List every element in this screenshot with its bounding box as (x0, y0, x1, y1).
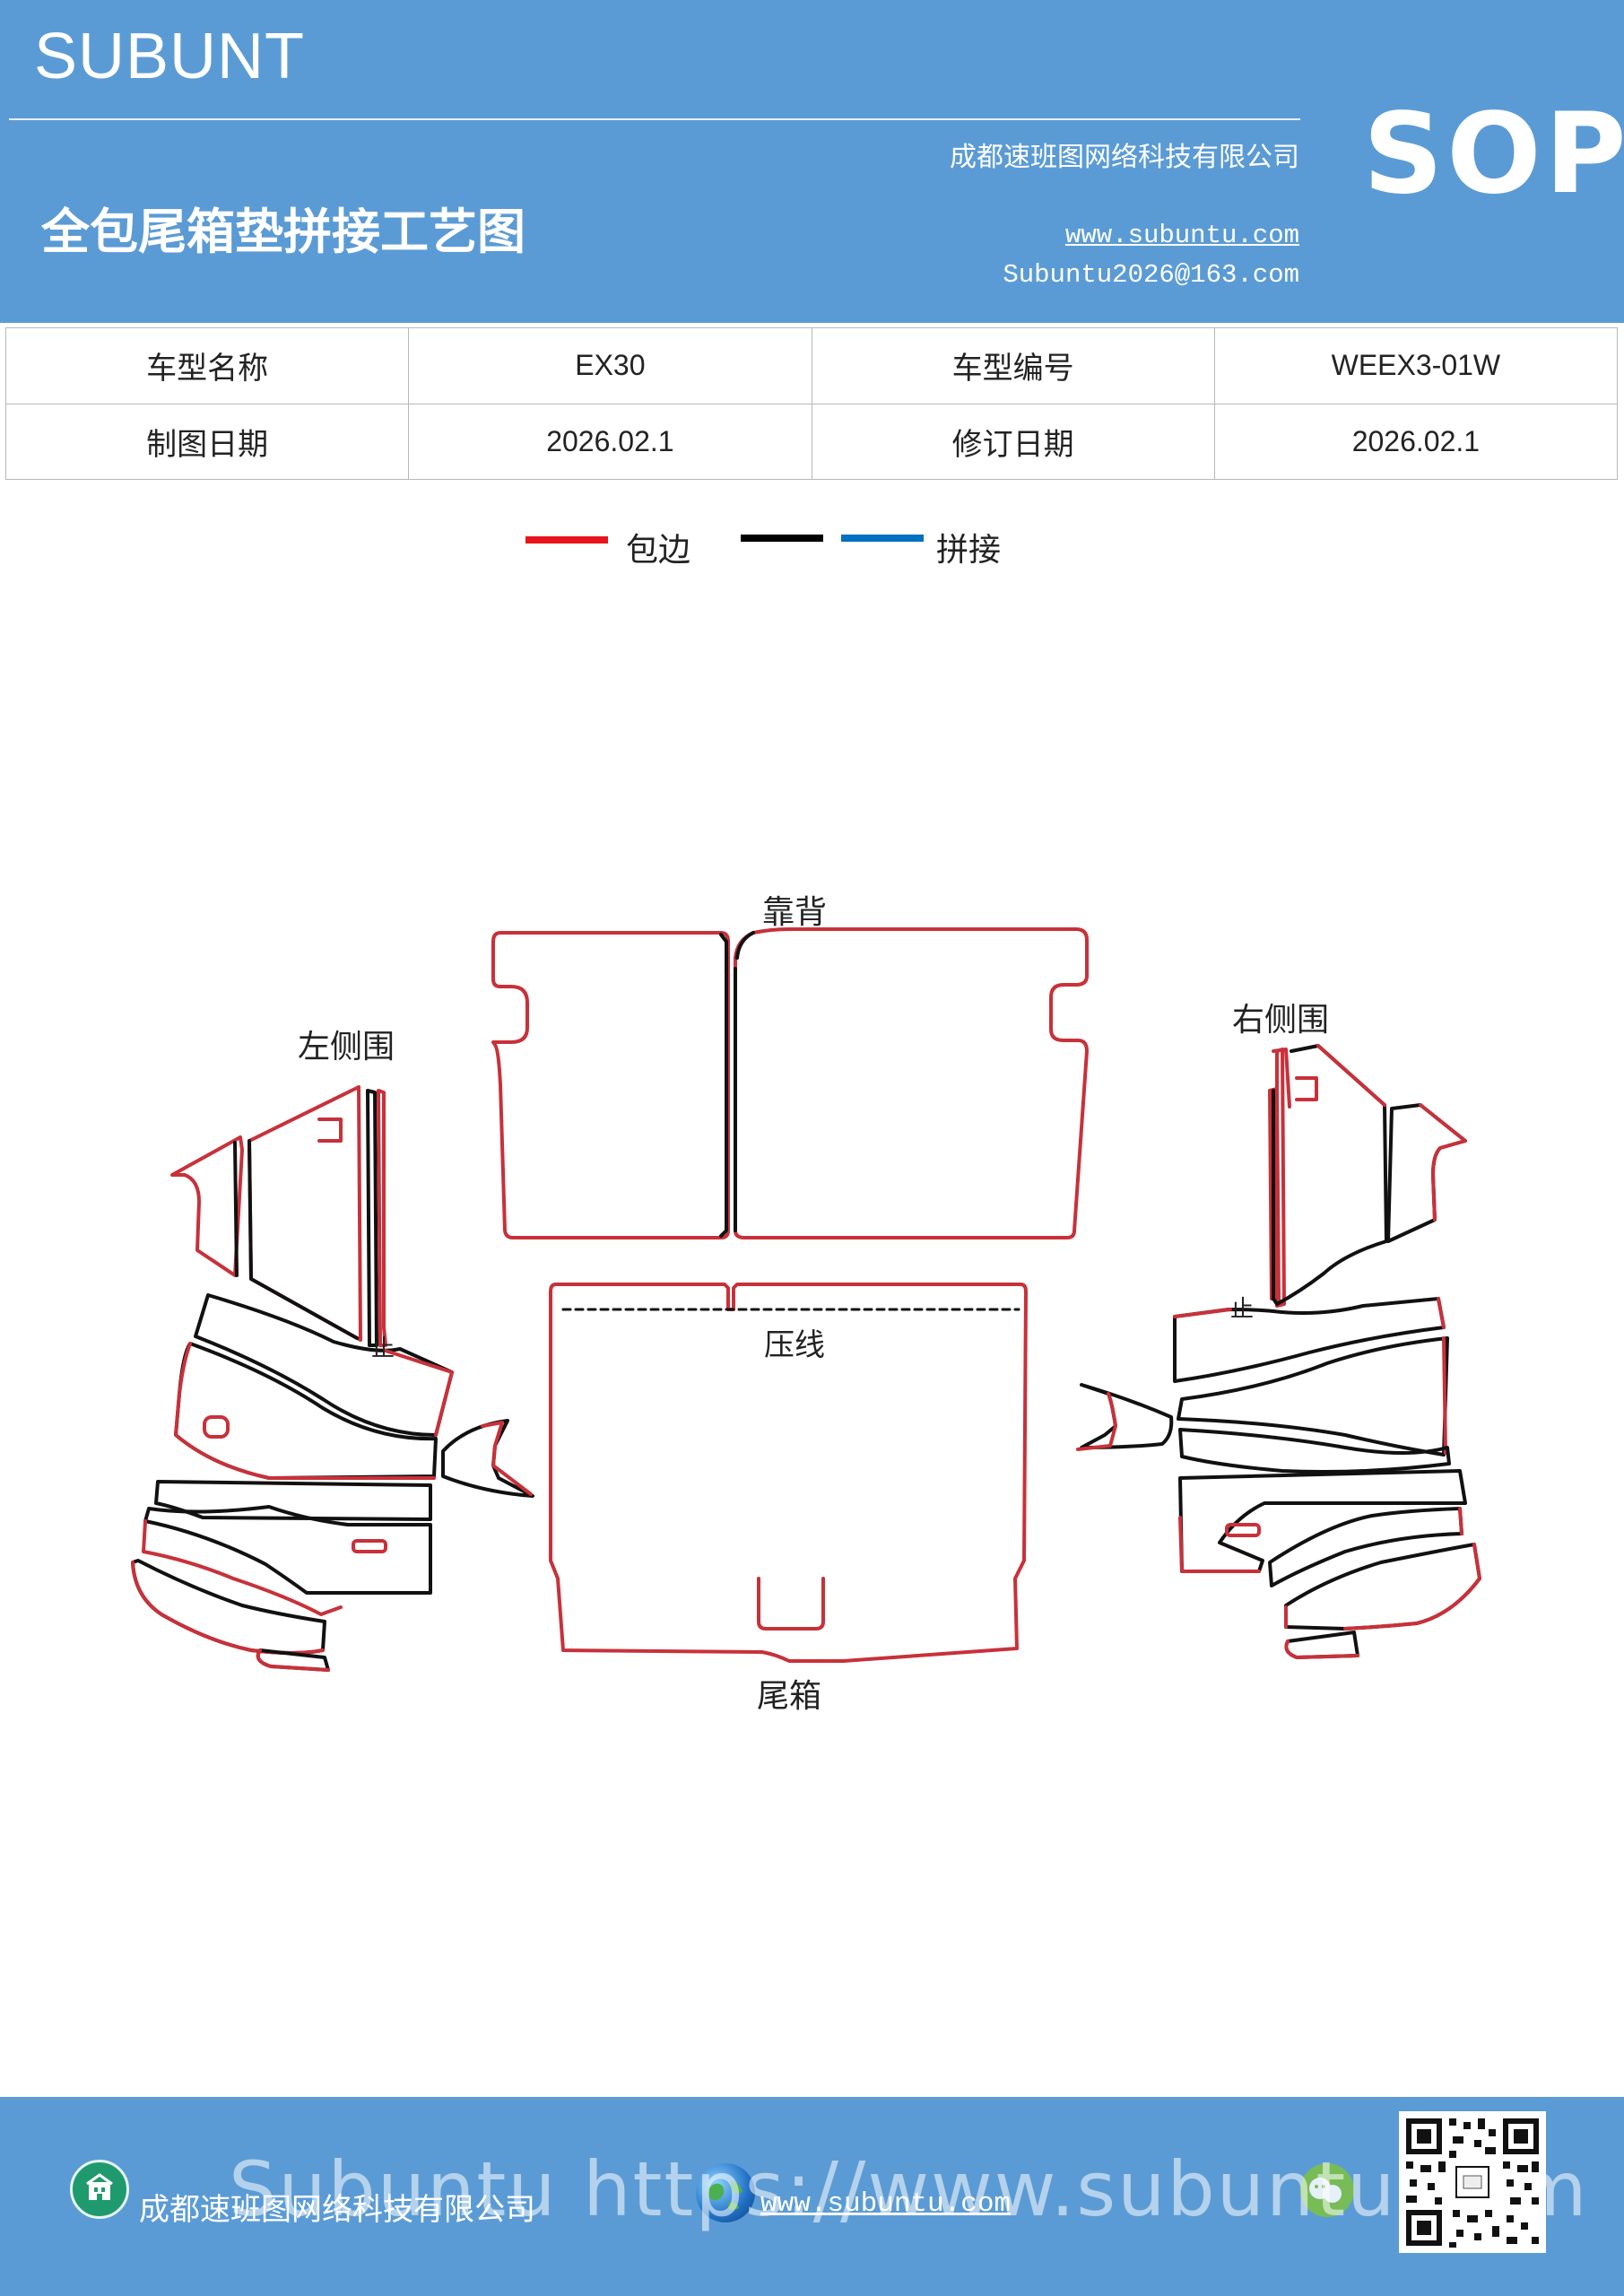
globe-icon (696, 2163, 755, 2222)
left-side-panel-6 (441, 1419, 534, 1498)
header-divider (9, 118, 1300, 120)
legend-seam-line-black (741, 535, 823, 542)
right-side-panel-4 (1272, 1044, 1388, 1306)
left-side-panel-9 (131, 1559, 326, 1655)
brand-name: SUBUNT (34, 21, 306, 92)
right-side-panel-5 (1386, 1103, 1467, 1243)
right-side-panel-7 (1177, 1336, 1449, 1457)
legend-edge-line (525, 536, 608, 544)
value-draw-date: 2026.02.1 (408, 403, 812, 480)
left-stop-mark: 止 (371, 1335, 395, 1362)
website-link[interactable]: www.subuntu.com (1064, 221, 1299, 250)
document-title: 全包尾箱垫拼接工艺图 (41, 203, 525, 260)
backrest-right-panel (734, 927, 1089, 1239)
footer-watermark: Subuntu https://www.subuntu.com (229, 2145, 1589, 2233)
qr-code[interactable] (1399, 2111, 1546, 2253)
left-side-panel-3 (366, 1089, 378, 1347)
left-side-panel-8 (143, 1505, 432, 1595)
right-side-panel-6 (1173, 1297, 1446, 1383)
legend-seam-line-blue (841, 535, 924, 542)
right-side-panel-2 (1275, 1048, 1286, 1308)
right-side-panel-13 (1284, 1631, 1359, 1659)
label-right-side: 右侧围 (1232, 1002, 1330, 1039)
trunk-mat-diagram: 止 止 (131, 927, 1481, 1672)
left-side-panel-4 (194, 1293, 454, 1437)
table-row: 制图日期 2026.02.1 修订日期 2026.02.1 (4, 403, 1619, 480)
right-side-panel-8 (1080, 1383, 1174, 1449)
right-side-panel-3 (1272, 1048, 1291, 1109)
legend-edge-label: 包边 (626, 532, 691, 569)
right-side-panel-9 (1178, 1428, 1451, 1474)
footer-website-link[interactable]: www.subuntu.com (760, 2188, 1012, 2220)
vehicle-info-table: 车型名称 EX30 车型编号 WEEX3-01W 制图日期 2026.02.1 … (4, 327, 1619, 480)
trunk-floor-panel (549, 1283, 1028, 1663)
label-revision-date: 修订日期 (811, 403, 1215, 480)
header-banner: SUBUNT SOP 成都速班图网络科技有限公司 全包尾箱垫拼接工艺图 www.… (0, 0, 1624, 323)
label-left-side: 左侧围 (298, 1029, 395, 1065)
footer-company: 成都速班图网络科技有限公司 (139, 2192, 535, 2228)
right-side-panel-11 (1268, 1507, 1463, 1587)
value-revision-date: 2026.02.1 (1213, 403, 1619, 480)
trunk-notch (757, 1577, 825, 1631)
left-side-panel-1 (170, 1135, 244, 1277)
legend-seam-label: 拼接 (936, 532, 1002, 569)
label-backrest: 靠背 (762, 894, 828, 931)
right-side-panel-12 (1284, 1543, 1481, 1631)
wechat-icon (1300, 2163, 1354, 2217)
left-side-panel-5 (174, 1342, 438, 1480)
label-trunk: 尾箱 (757, 1678, 822, 1715)
company-name: 成都速班图网络科技有限公司 (950, 142, 1299, 173)
left-side-panel-2 (248, 1085, 362, 1342)
value-model-code: WEEX3-01W (1213, 327, 1619, 404)
backrest-left-panel (491, 931, 730, 1239)
label-model-name: 车型名称 (4, 327, 410, 404)
label-press-line: 压线 (764, 1327, 825, 1363)
email-address: Subuntu2026@163.com (1003, 260, 1299, 290)
right-side-panel-10 (1178, 1469, 1467, 1573)
label-draw-date: 制图日期 (4, 403, 410, 480)
table-row: 车型名称 EX30 车型编号 WEEX3-01W (4, 327, 1619, 404)
sop-badge: SOP (1363, 90, 1624, 219)
right-stop-mark: 止 (1230, 1296, 1254, 1323)
label-model-code: 车型编号 (811, 327, 1215, 404)
building-icon (70, 2160, 129, 2219)
value-model-name: EX30 (408, 327, 812, 404)
